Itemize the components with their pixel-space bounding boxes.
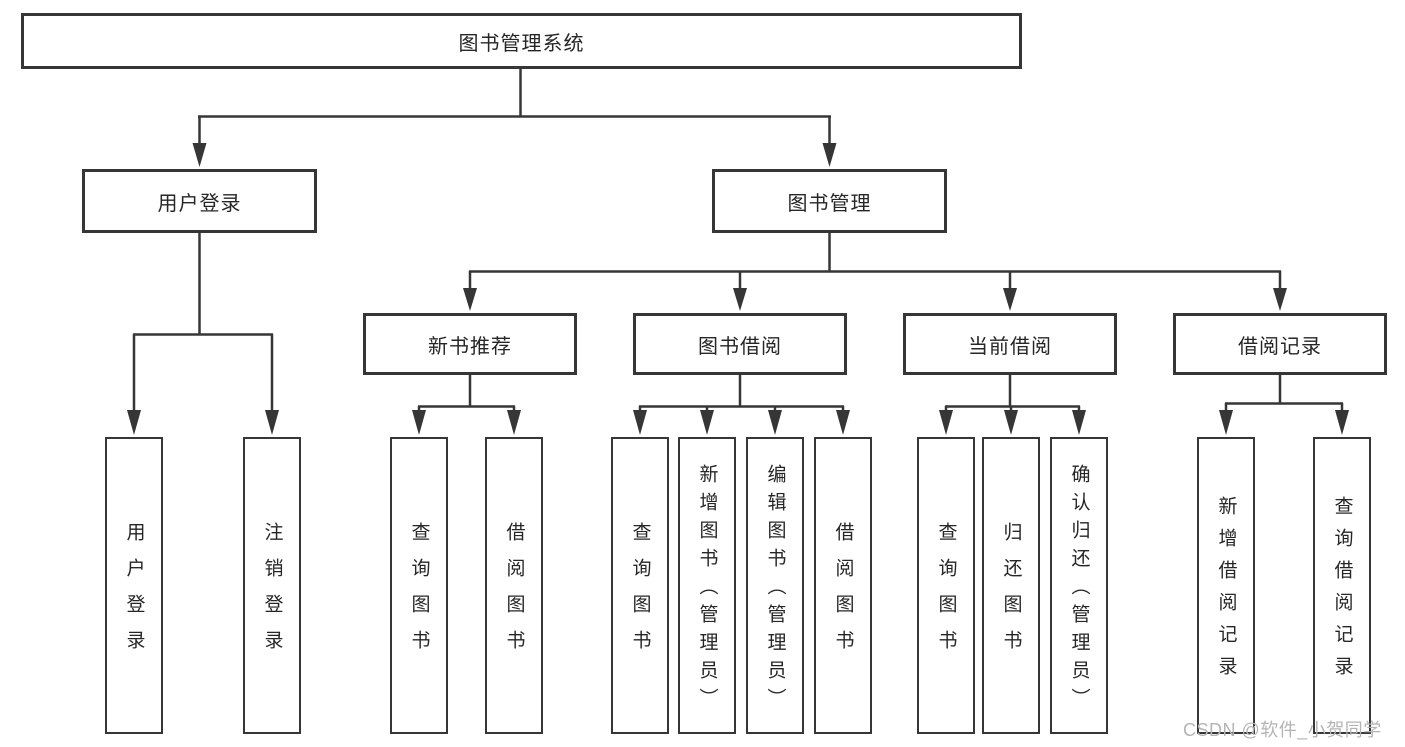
leaf-add-book-admin: 新增图书（管理员） [678,437,736,734]
leaf-borrow-books-recommend: 借阅图书 [485,437,543,734]
leaf-query-borrow-record-label: 查询借阅记录 [1331,496,1353,688]
leaf-query-books-recommend: 查询图书 [390,437,448,734]
node-root: 图书管理系统 [21,13,1022,69]
node-new-book-recommend-label: 新书推荐 [428,335,512,358]
arrowheads [127,143,1349,435]
leaf-borrow-books: 借阅图书 [814,437,872,734]
node-user-login: 用户登录 [82,169,317,233]
node-book-management: 图书管理 [712,169,947,233]
leaf-logout: 注销登录 [243,437,301,734]
node-borrow-records: 借阅记录 [1173,313,1387,375]
leaf-add-borrow-record: 新增借阅记录 [1197,437,1255,734]
leaf-confirm-return-admin: 确认归还（管理员） [1050,437,1108,734]
node-book-management-label: 图书管理 [787,192,872,215]
leaf-query-books-borrow: 查询图书 [611,437,669,734]
leaf-query-books-current: 查询图书 [917,437,975,734]
leaf-add-borrow-record-label: 新增借阅记录 [1215,496,1237,688]
leaf-borrow-books-recommend-label: 借阅图书 [503,522,525,666]
leaf-confirm-return-admin-label: 确认归还（管理员） [1068,464,1090,716]
leaf-query-books-recommend-label: 查询图书 [408,522,430,666]
node-book-borrow: 图书借阅 [633,313,847,375]
leaf-user-login: 用户登录 [105,437,163,734]
leaf-return-book-label: 归还图书 [1000,522,1022,666]
leaf-query-borrow-record: 查询借阅记录 [1313,437,1371,734]
leaf-edit-book-admin: 编辑图书（管理员） [746,437,804,734]
node-user-login-label: 用户登录 [157,192,242,215]
leaf-query-books-borrow-label: 查询图书 [629,522,651,666]
node-root-label: 图书管理系统 [458,32,585,55]
leaf-add-book-admin-label: 新增图书（管理员） [696,464,718,716]
leaf-borrow-books-label: 借阅图书 [832,522,854,666]
node-new-book-recommend: 新书推荐 [363,313,577,375]
leaf-user-login-label: 用户登录 [123,522,145,666]
node-borrow-records-label: 借阅记录 [1238,335,1322,358]
node-current-borrow: 当前借阅 [903,313,1117,375]
csdn-watermark: CSDN @软件_小贺同学 [1183,720,1382,740]
leaf-query-books-current-label: 查询图书 [935,522,957,666]
node-book-borrow-label: 图书借阅 [698,335,782,358]
leaf-logout-label: 注销登录 [261,522,283,666]
node-current-borrow-label: 当前借阅 [968,335,1052,358]
leaf-edit-book-admin-label: 编辑图书（管理员） [764,464,786,716]
leaf-return-book: 归还图书 [982,437,1040,734]
